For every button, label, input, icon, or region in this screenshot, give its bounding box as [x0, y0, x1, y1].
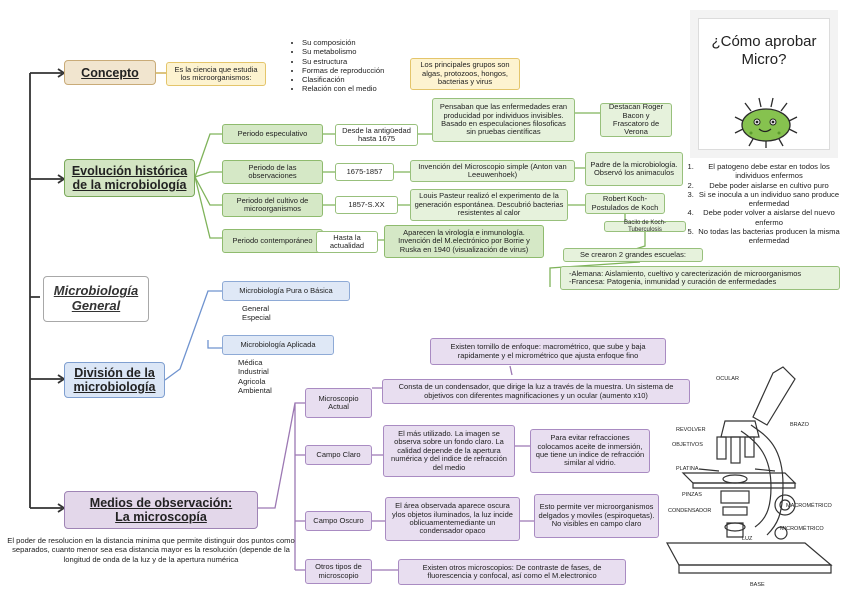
microbiologia-pura: Microbiología Pura o Básica [222, 281, 350, 301]
label-base: BASE [750, 582, 765, 588]
evolucion-node: Evolución histórica de la microbiología [64, 159, 195, 197]
label-brazo: BRAZO [790, 422, 809, 428]
concepto-items: Su composiciónSu metabolismoSu estructur… [292, 38, 412, 94]
aplicada-item: Médica [238, 358, 263, 367]
label-revolver: REVOLVER [676, 427, 706, 433]
bacteria-icon [734, 97, 798, 148]
periodo-cultivo-date: 1857-S.XX [335, 196, 398, 214]
campo-claro-desc: El más utilizado. La imagen se observa s… [383, 425, 515, 477]
como-aprobar-poster: ¿Cómo aprobar Micro? [690, 10, 838, 158]
microscopio-actual-desc: Consta de un condensador, que dirige la … [382, 379, 690, 404]
escuela-francesa: -Francesa: Patogenia, inmunidad y curaci… [569, 277, 777, 286]
concepto-item: Relación con el medio [302, 84, 412, 93]
root-title-line1: Microbiología [53, 283, 139, 299]
label-pinzas: PINZAS [682, 492, 702, 498]
concepto-item: Formas de reproducción [302, 66, 412, 75]
periodo-contemporaneo: Periodo contemporáneo [222, 229, 323, 253]
label-platina: PLATINA [676, 466, 699, 472]
aplicada-item: Ambiental [238, 385, 272, 395]
pura-item: Especial [242, 313, 271, 323]
otros-microscopios: Otros tipos de microscopio [305, 559, 372, 584]
otros-microscopios-desc: Existen otros microscopios: De contraste… [398, 559, 626, 585]
postulados-koch: El patogeno debe estar en todos los indi… [684, 162, 842, 245]
concepto-node: Concepto [64, 60, 156, 85]
resolucion-text: El poder de resolucion en la distancia m… [7, 536, 295, 564]
periodo-observaciones-desc: Invención del Microscopio simple (Anton … [410, 160, 575, 182]
concepto-title: Concepto [81, 65, 139, 80]
campo-oscuro-desc: El área observada aparece oscura ylos ob… [385, 497, 520, 541]
concepto-item: Su estructura [302, 57, 412, 66]
concepto-definition: Es la ciencia que estudia los microorgan… [166, 62, 266, 86]
medios-node: Medios de observación: La microscopía [64, 491, 258, 529]
root-node: Microbiología General [43, 276, 149, 322]
label-macrometrico: MACROMÉTRICO [786, 503, 832, 509]
escuela-alemana: -Alemana: Aislamiento, cueltivo y carect… [569, 268, 802, 278]
concepto-item: Clasificación [302, 75, 412, 84]
postulado-item: No todas las bacterias producen la misma… [696, 227, 842, 246]
periodo-contemporaneo-date: Hasta la actualidad [316, 231, 378, 253]
microscopio-actual: Microscopio Actual [305, 388, 372, 418]
escuelas-header: Se crearon 2 grandes escuelas: [563, 248, 703, 262]
postulado-item: El patogeno debe estar en todos los indi… [696, 162, 842, 181]
aplicada-item: Industrial [238, 367, 269, 377]
periodo-especulativo: Periodo especulativo [222, 124, 323, 144]
campo-oscuro-note: Esto permite ver microorganismos delgado… [534, 494, 659, 538]
campo-claro: Campo Claro [305, 445, 372, 465]
concepto-item: Su composición [302, 38, 412, 47]
pura-item: General [242, 304, 270, 313]
bacilo-koch: Bacilo de Koch-Tuberculosis [604, 220, 686, 233]
periodo-especulativo-date: Desde la antigüedad hasta 1675 [335, 124, 418, 146]
poster-title: ¿Cómo aprobar Micro? [711, 33, 817, 68]
periodo-observaciones: Periodo de las observaciones [222, 160, 323, 184]
label-condensador: CONDENSADOR [668, 508, 712, 514]
label-ocular: OCULAR [716, 376, 739, 382]
postulado-item: Si se inocula a un individuo sano produc… [696, 190, 842, 209]
tornillo-enfoque: Existen tornillo de enfoque: macrométric… [430, 338, 666, 365]
label-luz: LUZ [742, 536, 753, 542]
periodo-observaciones-date: 1675-1857 [335, 163, 394, 181]
label-micrometrico: MICROMÉTRICO [780, 526, 824, 532]
campo-claro-note: Para evitar refracciones colocamos aceit… [530, 429, 650, 473]
microbiologia-aplicada: Microbiología Aplicada [222, 335, 334, 355]
escuelas-box: -Alemana: Aislamiento, cueltivo y carect… [560, 266, 840, 290]
microscope-illustration [665, 366, 833, 574]
label-objetivos: OBJETIVOS [672, 442, 703, 448]
periodo-contemporaneo-desc: Aparecen la virología e inmunología. Inv… [384, 225, 544, 258]
periodo-cultivo-desc: Louis Pasteur realizó el experimento de … [410, 189, 568, 221]
campo-oscuro: Campo Oscuro [305, 511, 372, 531]
periodo-cultivo: Periodo del cultivo de microorganismos [222, 193, 323, 217]
postulado-item: Debe poder aislarse en cultivo puro [696, 181, 842, 190]
periodo-especulativo-desc: Pensaban que las enfermedades eran produ… [432, 98, 575, 142]
periodo-cultivo-note: Robert Koch-Postulados de Koch [585, 193, 665, 214]
division-node: División de la microbiología [64, 362, 165, 398]
root-title-line2: General [71, 298, 121, 313]
concepto-item: Su metabolismo [302, 47, 412, 56]
postulado-item: Debe poder volver a aislarse del nuevo e… [696, 208, 842, 227]
concepto-groups: Los principales grupos son algas, protoz… [410, 58, 520, 90]
aplicada-item: Agricola [238, 376, 266, 386]
periodo-especulativo-note: Destacan Roger Bacon y Frascatoro de Ver… [600, 103, 672, 137]
periodo-observaciones-note: Padre de la microbiología. Observó los a… [585, 152, 683, 186]
